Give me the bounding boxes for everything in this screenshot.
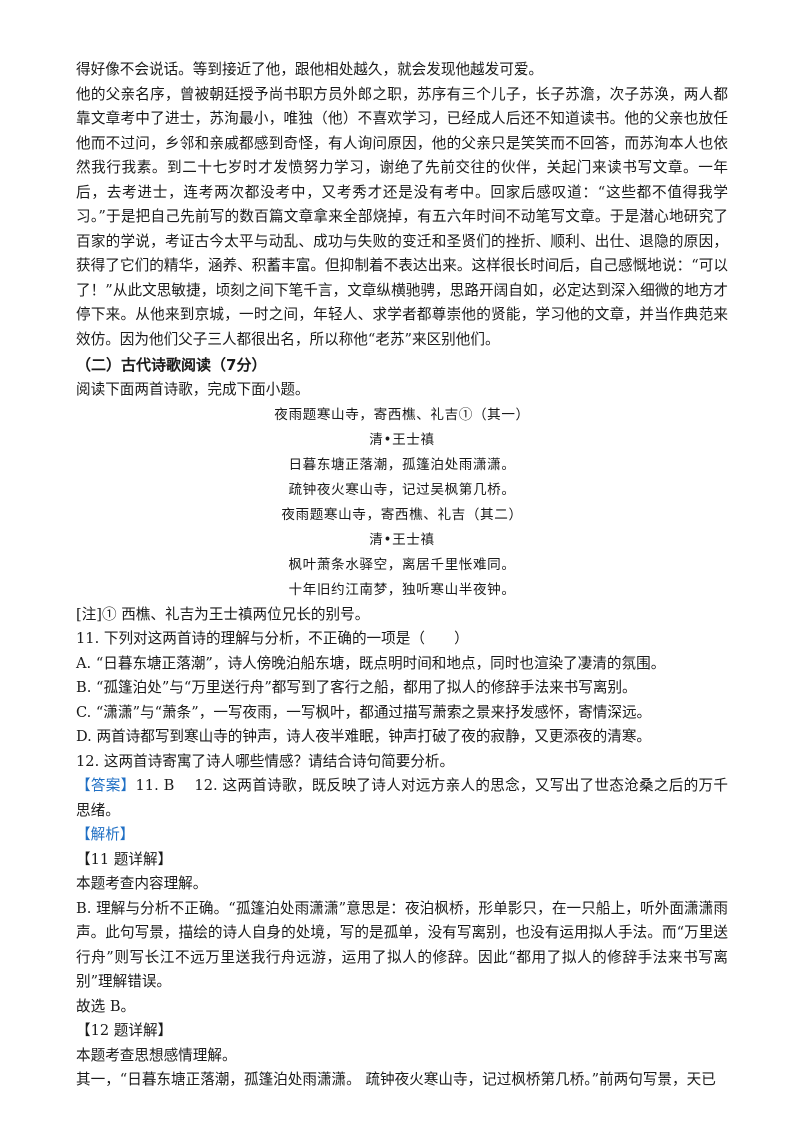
analysis-12-intro: 本题考查思想感情理解。	[76, 1046, 237, 1064]
option-b: B. “孤篷泊处”与“万里送行舟”都写到了客行之船，都用了拟人的修辞手法来书写离…	[76, 679, 637, 696]
section-heading: （二）古代诗歌阅读（7分）	[76, 356, 267, 374]
analysis-11-end: 故选 B。	[76, 997, 136, 1015]
answer-tag: 【答案】	[76, 777, 136, 794]
section-instruction: 阅读下面两首诗歌，完成下面小题。	[76, 381, 310, 398]
analysis-11-intro: 本题考查内容理解。	[76, 875, 208, 892]
poem-line: 枫叶萧条水驿空，离居千里怅难同。	[288, 556, 516, 573]
analysis-12-body: 其一，“日暮东塘正落潮，孤篷泊处雨潇潇。 疏钟夜火寒山寺，记过枫桥第几桥。”前两…	[76, 1071, 716, 1088]
question-12: 12. 这两首诗寄寓了诗人哪些情感？请结合诗句简要分析。	[76, 752, 455, 770]
answer-line: 【答案】11. B 12. 这两首诗歌，既反映了诗人对远方亲人的思念，又写出了世…	[76, 774, 728, 823]
option-a: A. “日暮东塘正落潮”，诗人傍晚泊船东塘，既点明时间和地点，同时也渲染了凄清的…	[76, 654, 666, 672]
analysis-heading-12: 【12 题详解】	[76, 1022, 173, 1039]
answer-text: 11. B 12. 这两首诗歌，既反映了诗人对远方亲人的思念，又写出了世态沧桑之…	[76, 777, 728, 819]
passage-paragraph-father: 他的父亲名序，曾被朝廷授予尚书职方员外郎之职，苏序有三个儿子，长子苏澹，次子苏涣…	[76, 85, 728, 348]
option-d: D. 两首诗都写到寒山寺的钟声，诗人夜半难眠，钟声打破了夜的寂静，又更添夜的清寒…	[76, 728, 652, 745]
analysis-line: 【解析】	[76, 823, 728, 848]
document-content: 得好像不会说话。等到接近了他，跟他相处越久，就会发现他越发可爱。 他的父亲名序，…	[76, 58, 728, 1093]
poem-2: 夜雨题寒山寺，寄西樵、礼吉（其二） 清•王士禛 枫叶萧条水驿空，离居千里怅难同。…	[76, 503, 728, 603]
analysis-11-body: B. 理解与分析不正确。“孤篷泊处雨潇潇”意思是：夜泊枫桥，形单影只，在一只船上…	[76, 899, 728, 991]
poem-line: 疏钟夜火寒山寺，记过吴枫第几桥。	[288, 481, 516, 498]
poem-title: 夜雨题寒山寺，寄西樵、礼吉①（其一）	[274, 406, 530, 423]
poem-line: 十年旧约江南梦，独听寒山半夜钟。	[288, 581, 516, 598]
passage-line-continued: 得好像不会说话。等到接近了他，跟他相处越久，就会发现他越发可爱。	[76, 61, 544, 78]
poem-line: 日暮东塘正落潮，孤篷泊处雨潇潇。	[288, 456, 516, 473]
option-c: C. “潇潇”与“萧条”，一写夜雨，一写枫叶，都通过描写萧索之景来抒发感怀，寄情…	[76, 703, 652, 721]
question-11: 11. 下列对这两首诗的理解与分析，不正确的一项是（ ）	[76, 630, 469, 647]
poem-1: 夜雨题寒山寺，寄西樵、礼吉①（其一） 清•王士禛 日暮东塘正落潮，孤篷泊处雨潇潇…	[76, 403, 728, 503]
poem-title: 夜雨题寒山寺，寄西樵、礼吉（其二）	[281, 506, 523, 523]
analysis-tag: 【解析】	[76, 826, 135, 843]
poem-author: 清•王士禛	[369, 431, 435, 448]
poem-author: 清•王士禛	[369, 531, 435, 548]
poem-note: [注]① 西樵、礼吉为王士禛两位兄长的别号。	[76, 605, 370, 623]
analysis-heading-11: 【11 题详解】	[76, 850, 173, 868]
